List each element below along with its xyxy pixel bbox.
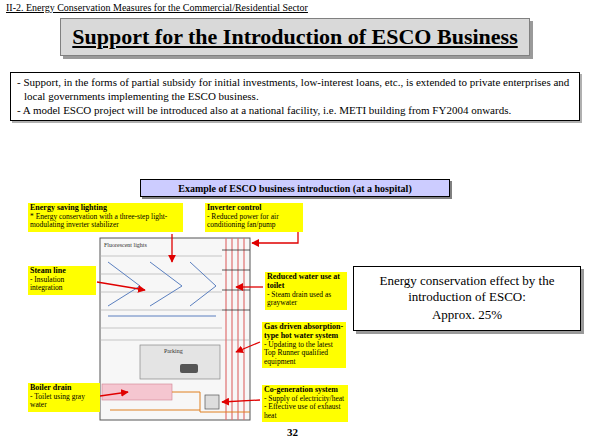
box-heading: Steam line <box>30 267 94 276</box>
box-text: - Reduced power for air conditioning fan… <box>207 213 301 230</box>
example-heading: Example of ESCO business introduction (a… <box>140 179 450 197</box>
box-heading: Energy saving lighting <box>30 204 181 213</box>
effect-box: Energy conservation effect by the introd… <box>353 266 581 331</box>
box-heading: Co-generation system <box>264 386 346 395</box>
page-number: 32 <box>287 426 298 438</box>
callout-box: Co-generation system- Supply of electric… <box>262 385 348 422</box>
area-label: Fluorescent lights <box>104 242 147 248</box>
box-text: * Energy conservation with a three-step … <box>30 213 181 230</box>
box-heading: Energy conservation effect by the introd… <box>360 273 574 306</box>
box-text: - Effective use of exhaust heat <box>264 403 346 420</box>
callout-box: Energy saving lighting* Energy conservat… <box>28 203 183 232</box>
callout-box: Gas driven absorption-type hot water sys… <box>262 322 346 368</box>
box-heading: Reduced water use at toilet <box>267 273 345 291</box>
box-text: - A model ESCO project will be introduce… <box>17 104 573 118</box>
callout-box: Inverter control- Reduced power for air … <box>205 203 303 232</box>
section-header: II-2. Energy Conservation Measures for t… <box>6 2 308 13</box>
box-heading: Example of ESCO business introduction (a… <box>178 183 411 194</box>
box-text: - Updating to the latest Top Runner qual… <box>264 341 344 366</box>
box-heading: Support for the Introduction of ESCO Bus… <box>72 24 517 50</box>
summary-box: - Support, in the forms of partial subsi… <box>10 72 580 121</box>
title-box: Support for the Introduction of ESCO Bus… <box>60 18 530 56</box>
box-text: Approx. 25% <box>360 306 574 324</box>
box-heading: Gas driven absorption-type hot water sys… <box>264 323 344 341</box>
callout-box: Steam line- Insulation integration <box>28 266 96 295</box>
box-text: - Steam drain used as graywater <box>267 291 345 308</box>
area-label: Parking <box>164 348 183 354</box>
box-heading: Boiler drain <box>30 384 98 393</box>
box-text: - Supply of electricity/heat <box>264 395 346 403</box>
callout-box: Boiler drain- Toilet using gray water <box>28 383 100 412</box>
box-heading: Inverter control <box>207 204 301 213</box>
callout-box: Reduced water use at toilet- Steam drain… <box>265 272 347 310</box>
box-text: - Toilet using gray water <box>30 393 98 410</box>
box-text: - Insulation integration <box>30 276 94 293</box>
box-heading: - Support, in the forms of partial subsi… <box>17 76 573 104</box>
